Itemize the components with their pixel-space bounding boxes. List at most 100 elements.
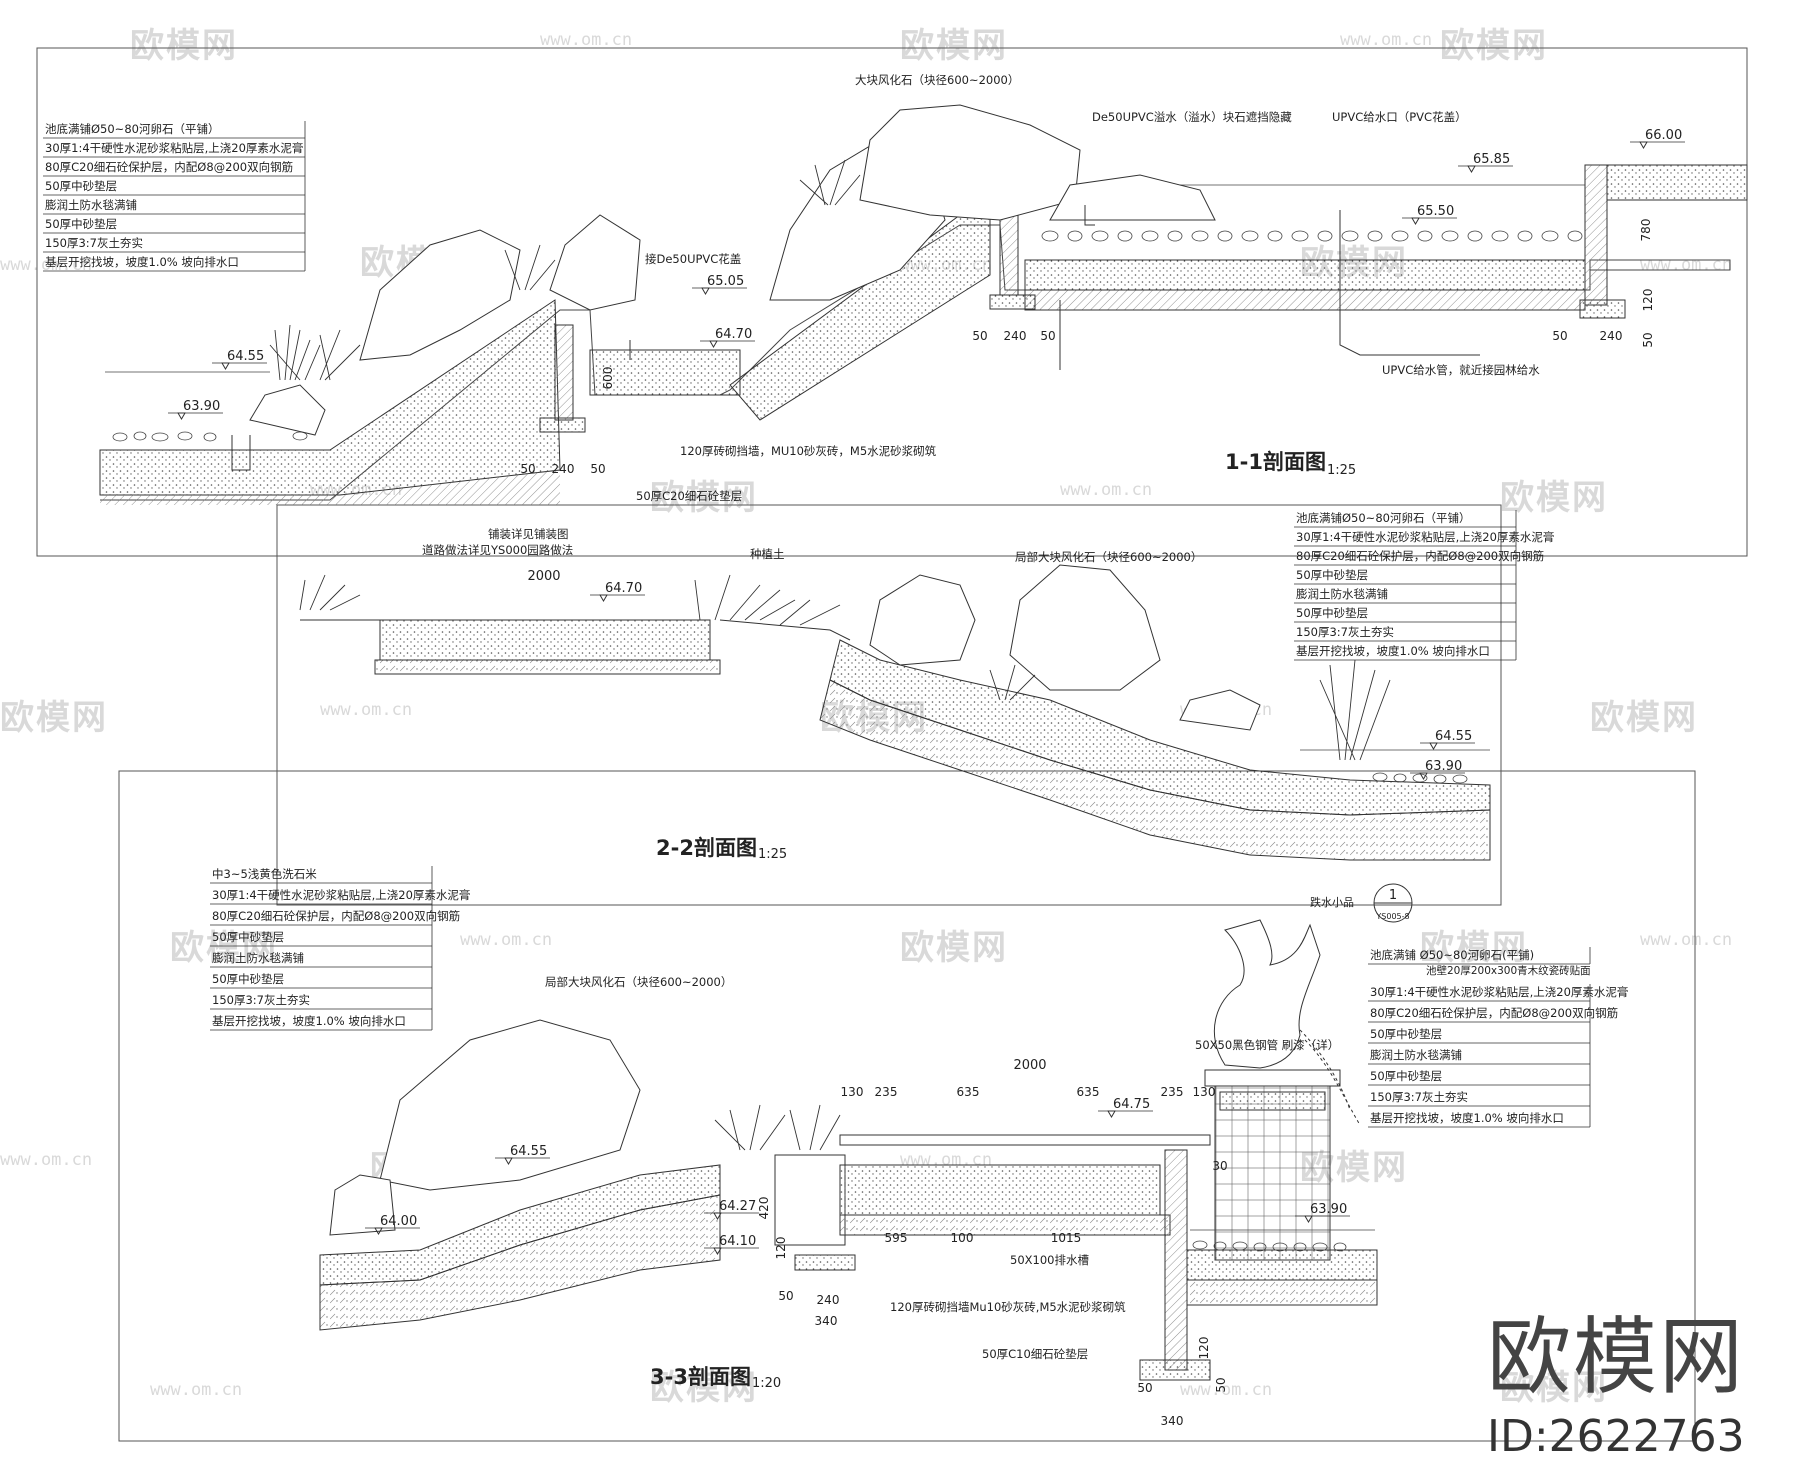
s33l-layer-0: 中3~5浅黄色洗石米 bbox=[212, 867, 317, 881]
s22-layer-7: 基层开挖找坡，坡度1.0% 坡向排水口 bbox=[1296, 644, 1490, 658]
s33-dim-18: 340 bbox=[1161, 1414, 1184, 1428]
s22-level-2: 63.90 bbox=[1425, 759, 1462, 774]
s22-layer-1: 30厚1:4干硬性水泥砂浆粘贴层,上浇20厚素水泥膏 bbox=[1296, 530, 1554, 544]
s33-dim-4: 635 bbox=[1077, 1085, 1100, 1099]
s33-deck bbox=[839, 1134, 1211, 1146]
s22-layer-0: 池底满铺Ø50~80河卵石（平铺） bbox=[1296, 511, 1470, 525]
s11-gravel-band bbox=[99, 299, 561, 496]
watermark-logo: 欧模网 bbox=[650, 1368, 758, 1408]
s33-dim-19: 50 bbox=[1137, 1381, 1152, 1395]
brand-id: ID:2622763 bbox=[1486, 1411, 1745, 1462]
s22-layer-3: 50厚中砂垫层 bbox=[1296, 568, 1368, 582]
s33-fish-sculpture bbox=[1213, 919, 1361, 1126]
s33-level-5: 63.90 bbox=[1310, 1202, 1347, 1217]
s11-rock-4 bbox=[859, 104, 1081, 221]
s33-pier-band bbox=[1219, 1091, 1326, 1111]
s33-dim-9: 1015 bbox=[1051, 1231, 1082, 1245]
s11-level-0: 66.00 bbox=[1645, 128, 1682, 143]
s11-note-supply: UPVC给水口（PVC花盖） bbox=[1332, 110, 1467, 124]
s33r-layer-4: 50厚中砂垫层 bbox=[1370, 1069, 1442, 1083]
s11-dim-3: 780 bbox=[1639, 219, 1653, 242]
s22-rocks bbox=[869, 564, 1261, 731]
s33-rock-1 bbox=[379, 1019, 641, 1191]
s11-outlet-pipe bbox=[1084, 205, 1095, 226]
s33-ref-no: 1 bbox=[1389, 888, 1397, 903]
s33-slope-hatch bbox=[319, 1194, 721, 1331]
s33-right-wall bbox=[1164, 1149, 1188, 1371]
s33-dim-14: 340 bbox=[815, 1314, 838, 1328]
s22-slope-hatch bbox=[819, 679, 1491, 861]
s11-right-footing bbox=[1579, 299, 1626, 319]
s33-deck-base bbox=[839, 1164, 1161, 1216]
s11-footing-2 bbox=[989, 294, 1036, 310]
s33l-layer-5: 50厚中砂垫层 bbox=[212, 972, 284, 986]
s33-dim-16: 120 bbox=[1197, 1337, 1211, 1360]
s11-drain bbox=[231, 435, 251, 471]
s11-dim-1: 240 bbox=[1600, 329, 1623, 343]
s33-pebbles bbox=[1192, 1240, 1347, 1252]
s22-note-plant: 种植土 bbox=[750, 547, 785, 561]
s33-dim-7: 595 bbox=[885, 1231, 908, 1245]
s33r-layer-tile: 池壁20厚200x300青木纹瓷砖贴面 bbox=[1426, 964, 1591, 977]
s22-ground-left bbox=[300, 619, 851, 641]
watermark-logo: 欧模网 bbox=[650, 478, 758, 518]
s11-rock-5 bbox=[1049, 174, 1216, 221]
s11-pool-base bbox=[1024, 289, 1586, 311]
s11-pipe-lower bbox=[629, 300, 1061, 370]
s22-note-rock: 局部大块风化石（块径600~2000） bbox=[1015, 550, 1202, 564]
s11-note-rock: 大块风化石（块径600~2000） bbox=[855, 73, 1019, 87]
watermark-logo: 欧模网 bbox=[1500, 478, 1608, 518]
s22-pebbles bbox=[1372, 772, 1468, 784]
section-1-1-drawing bbox=[99, 104, 1748, 505]
brand-name: 欧模网 bbox=[1486, 1308, 1745, 1406]
s11-right-wall bbox=[1584, 164, 1608, 306]
s33r-layer-0: 30厚1:4干硬性水泥砂浆粘贴层,上浇20厚素水泥膏 bbox=[1370, 985, 1628, 999]
s33-rock-2 bbox=[329, 1174, 396, 1236]
watermark-url: www.om.cn bbox=[1060, 480, 1153, 500]
s11-note-grate: 接De50UPVC花盖 bbox=[645, 252, 741, 266]
watermark-url: www.om.cn bbox=[0, 1150, 93, 1170]
s33-note-base: 50厚C10细石砼垫层 bbox=[982, 1347, 1088, 1361]
s11-top-slab bbox=[1606, 164, 1748, 201]
watermark-logo: 欧模网 bbox=[1420, 928, 1528, 968]
s11-dim-9: 240 bbox=[552, 462, 575, 476]
s11-hatched-ground bbox=[100, 470, 560, 505]
s11-pool-bottom bbox=[1024, 259, 1586, 291]
s22-plants bbox=[299, 574, 1391, 761]
brand-badge: 欧模网 ID:2622763 bbox=[1487, 1290, 1745, 1462]
s22-note-road: 道路做法详见YS000园路做法 bbox=[422, 543, 573, 557]
watermark-logo: 欧模网 bbox=[1500, 1368, 1608, 1408]
s22-dim-0: 2000 bbox=[527, 569, 560, 584]
s11-level-3: 65.05 bbox=[707, 274, 744, 289]
watermark-logo: 欧模网 bbox=[900, 26, 1008, 66]
s33r-layer-6: 基层开挖找坡，坡度1.0% 坡向排水口 bbox=[1370, 1111, 1564, 1125]
s33r-layer-3: 膨润土防水毯满铺 bbox=[1370, 1048, 1462, 1062]
s33-pool-base bbox=[1186, 1279, 1378, 1306]
s11-dim-6: 240 bbox=[1004, 329, 1027, 343]
watermark-logo: 欧模网 bbox=[130, 26, 238, 66]
frame-section-1-1 bbox=[36, 47, 1748, 557]
s11-dim-10: 50 bbox=[590, 462, 605, 476]
s11-mid-wall bbox=[554, 324, 574, 421]
s33-rocks bbox=[329, 1019, 641, 1236]
s33l-layer-3: 50厚中砂垫层 bbox=[212, 930, 284, 944]
s11-note-overflow: De50UPVC溢水（溢水）块石遮挡隐藏 bbox=[1092, 110, 1292, 124]
s33-box-footing bbox=[794, 1254, 856, 1271]
s33-plants bbox=[714, 1104, 841, 1151]
watermark-url: www.om.cn bbox=[0, 255, 93, 275]
s22-rock-2 bbox=[1009, 564, 1161, 691]
s11-layer-5: 50厚中砂垫层 bbox=[45, 217, 117, 231]
s11-layer-3: 50厚中砂垫层 bbox=[45, 179, 117, 193]
s22-layer-6: 150厚3:7灰土夯实 bbox=[1296, 625, 1394, 639]
s11-supply-pipe bbox=[1339, 210, 1480, 356]
s22-scale: 1:25 bbox=[758, 847, 787, 862]
frame-section-2-2 bbox=[276, 504, 1502, 906]
s33-dim-6: 130 bbox=[1193, 1085, 1216, 1099]
watermark-logo: 欧模网 bbox=[1590, 698, 1698, 738]
s33-dim-5: 235 bbox=[1161, 1085, 1184, 1099]
watermark-url: www.om.cn bbox=[540, 30, 633, 50]
watermark-url: www.om.cn bbox=[1180, 1380, 1273, 1400]
s11-dim-11: 600 bbox=[601, 367, 615, 390]
s11-layer-6: 150厚3:7灰土夯实 bbox=[45, 236, 143, 250]
s22-layer-4: 膨润土防水毯满铺 bbox=[1296, 587, 1388, 601]
